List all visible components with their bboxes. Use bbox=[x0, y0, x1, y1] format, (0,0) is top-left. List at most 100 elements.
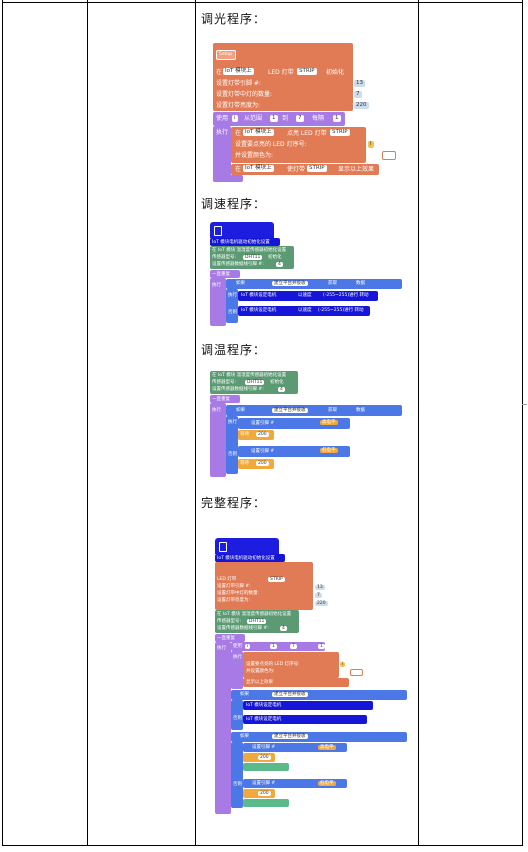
block-text: IoT 模块设定电机 bbox=[246, 703, 282, 708]
condition-pill[interactable]: 建立平台并接收 bbox=[272, 692, 308, 697]
count-value[interactable]: 7 bbox=[354, 91, 362, 98]
section-title: 完整程序： bbox=[201, 496, 267, 510]
strip-dropdown[interactable]: STRIP bbox=[330, 129, 350, 136]
index-var[interactable]: i bbox=[368, 141, 374, 148]
count-value[interactable]: 7 bbox=[315, 593, 322, 598]
led-init-block bbox=[213, 43, 353, 111]
hat-block bbox=[215, 538, 279, 554]
block-text: 使用 bbox=[216, 115, 229, 122]
sensor-pin-value[interactable]: 4 bbox=[276, 262, 283, 267]
loop-to[interactable]: 7 bbox=[296, 115, 304, 122]
if-bracket bbox=[226, 289, 238, 323]
block-text: 设置灯带引脚 #: bbox=[217, 584, 251, 589]
table-border-bottom bbox=[2, 845, 523, 846]
for-loop-block bbox=[213, 112, 345, 126]
block-text: LED 灯带 bbox=[268, 69, 294, 76]
strip-dropdown[interactable]: STRIP bbox=[297, 68, 317, 75]
condition-pill[interactable]: 建立平台并接收 bbox=[272, 281, 308, 286]
condition-pill[interactable]: 建立平台并接收 bbox=[272, 734, 308, 739]
pin-value[interactable]: 13 bbox=[354, 80, 365, 87]
condition-pill[interactable]: 建立平台并接收 bbox=[272, 408, 308, 413]
forever-bracket bbox=[210, 278, 226, 326]
if-block bbox=[231, 690, 407, 700]
pin-set-block bbox=[243, 743, 347, 752]
strip-dropdown[interactable]: STRIP bbox=[268, 577, 285, 582]
level-dropdown[interactable]: 低电平 bbox=[318, 781, 336, 786]
module-dropdown[interactable]: IoT 模块上 bbox=[243, 165, 274, 172]
block-text: 传感器型号: bbox=[212, 255, 237, 260]
block-text: 执行 bbox=[216, 129, 229, 136]
block-text: 在 IoT 模块 温湿度传感器初始化设置 bbox=[212, 248, 287, 253]
block-text: 设置引脚 # bbox=[251, 449, 275, 454]
if-bracket bbox=[231, 742, 243, 808]
section-title: 调速程序： bbox=[201, 197, 267, 211]
delay-value[interactable]: 200 bbox=[258, 755, 271, 760]
block-text: 初始化 bbox=[326, 69, 345, 76]
module-dropdown[interactable]: IoT 模块上 bbox=[223, 68, 254, 75]
brightness-value[interactable]: 220 bbox=[354, 102, 369, 109]
module-dropdown[interactable]: IoT 模块上 bbox=[243, 129, 274, 136]
delay-value[interactable]: 200 bbox=[256, 432, 269, 437]
motor-init-block bbox=[210, 238, 280, 246]
loop-step[interactable]: 1 bbox=[333, 115, 341, 122]
table-border-top bbox=[2, 2, 523, 3]
sensor-pin-value[interactable]: 4 bbox=[280, 626, 287, 631]
block-text: 数据 bbox=[356, 408, 365, 413]
block-text: 设置要点亮的 LED 灯序号: bbox=[235, 141, 307, 148]
block-text: 否则 bbox=[228, 310, 237, 315]
block-text: 显示以上效果 bbox=[246, 680, 273, 685]
level-dropdown[interactable]: 低电平 bbox=[320, 448, 338, 453]
block-text: 设置引脚 # bbox=[252, 781, 276, 786]
sensor-dropdown[interactable]: DHT11 bbox=[247, 619, 267, 624]
loop-var[interactable]: i bbox=[245, 644, 251, 649]
motor-set-block bbox=[238, 291, 378, 301]
loop-var[interactable]: i bbox=[232, 115, 238, 122]
block-text: 初始化 bbox=[268, 255, 282, 260]
pin-value[interactable]: 13 bbox=[315, 585, 325, 590]
loop-step[interactable]: 1 bbox=[318, 644, 325, 649]
brightness-value[interactable]: 220 bbox=[315, 601, 328, 606]
block-text: 点亮 LED 灯带 bbox=[287, 130, 327, 137]
color-swatch[interactable] bbox=[382, 151, 396, 160]
block-text: 到 bbox=[282, 115, 289, 122]
color-swatch[interactable] bbox=[350, 669, 363, 676]
index-var[interactable]: i bbox=[340, 662, 346, 667]
block-text: IoT 模块设定电机 bbox=[241, 308, 277, 313]
delay-value[interactable]: 200 bbox=[258, 791, 271, 796]
block-text: 初始化 bbox=[270, 380, 284, 385]
block-text: 如果 bbox=[236, 408, 245, 413]
block-text: 设置引脚 # bbox=[251, 421, 275, 426]
block-text: 一直重复 bbox=[217, 636, 235, 641]
block-text: 使灯带 bbox=[287, 166, 306, 173]
block-text: 获取 bbox=[328, 408, 337, 413]
loop-body-bracket bbox=[213, 126, 231, 182]
sensor-dropdown[interactable]: DHT11 bbox=[243, 255, 263, 260]
if-bracket bbox=[231, 700, 243, 730]
block-text: 如果 bbox=[240, 734, 249, 739]
forever-block bbox=[210, 395, 240, 403]
block-text: 设置引脚 # bbox=[252, 745, 276, 750]
block-text: 执行 bbox=[228, 293, 237, 298]
block-text: 并设置颜色为: bbox=[235, 152, 274, 159]
level-dropdown[interactable]: 高电平 bbox=[320, 420, 338, 425]
level-dropdown[interactable]: 高电平 bbox=[318, 745, 336, 750]
strip-dropdown[interactable]: STRIP bbox=[307, 165, 327, 172]
sensor-dropdown[interactable]: DHT11 bbox=[245, 380, 265, 385]
delay-value[interactable]: 200 bbox=[256, 461, 269, 466]
block-text: LED 灯带 bbox=[217, 577, 237, 582]
block-text: IoT 模块电机驱动初始化设置 bbox=[212, 240, 270, 245]
loop-from[interactable]: 1 bbox=[270, 115, 278, 122]
loop-from[interactable]: 1 bbox=[270, 644, 277, 649]
block-text: 获取 bbox=[328, 281, 337, 286]
sensor-pin-value[interactable]: 4 bbox=[278, 387, 285, 392]
block-text: 在 IoT 模块 温湿度传感器初始化设置 bbox=[217, 612, 292, 617]
loop-to[interactable]: 7 bbox=[290, 644, 297, 649]
block-text: 使用 bbox=[233, 644, 242, 649]
forever-bracket bbox=[215, 642, 231, 814]
extra-block bbox=[243, 763, 289, 771]
section-title: 调光程序： bbox=[201, 12, 267, 26]
block-text: 执行 bbox=[212, 283, 221, 288]
block-text: 在 bbox=[216, 69, 223, 76]
block-text: 设置灯带中灯的数量: bbox=[216, 91, 273, 98]
